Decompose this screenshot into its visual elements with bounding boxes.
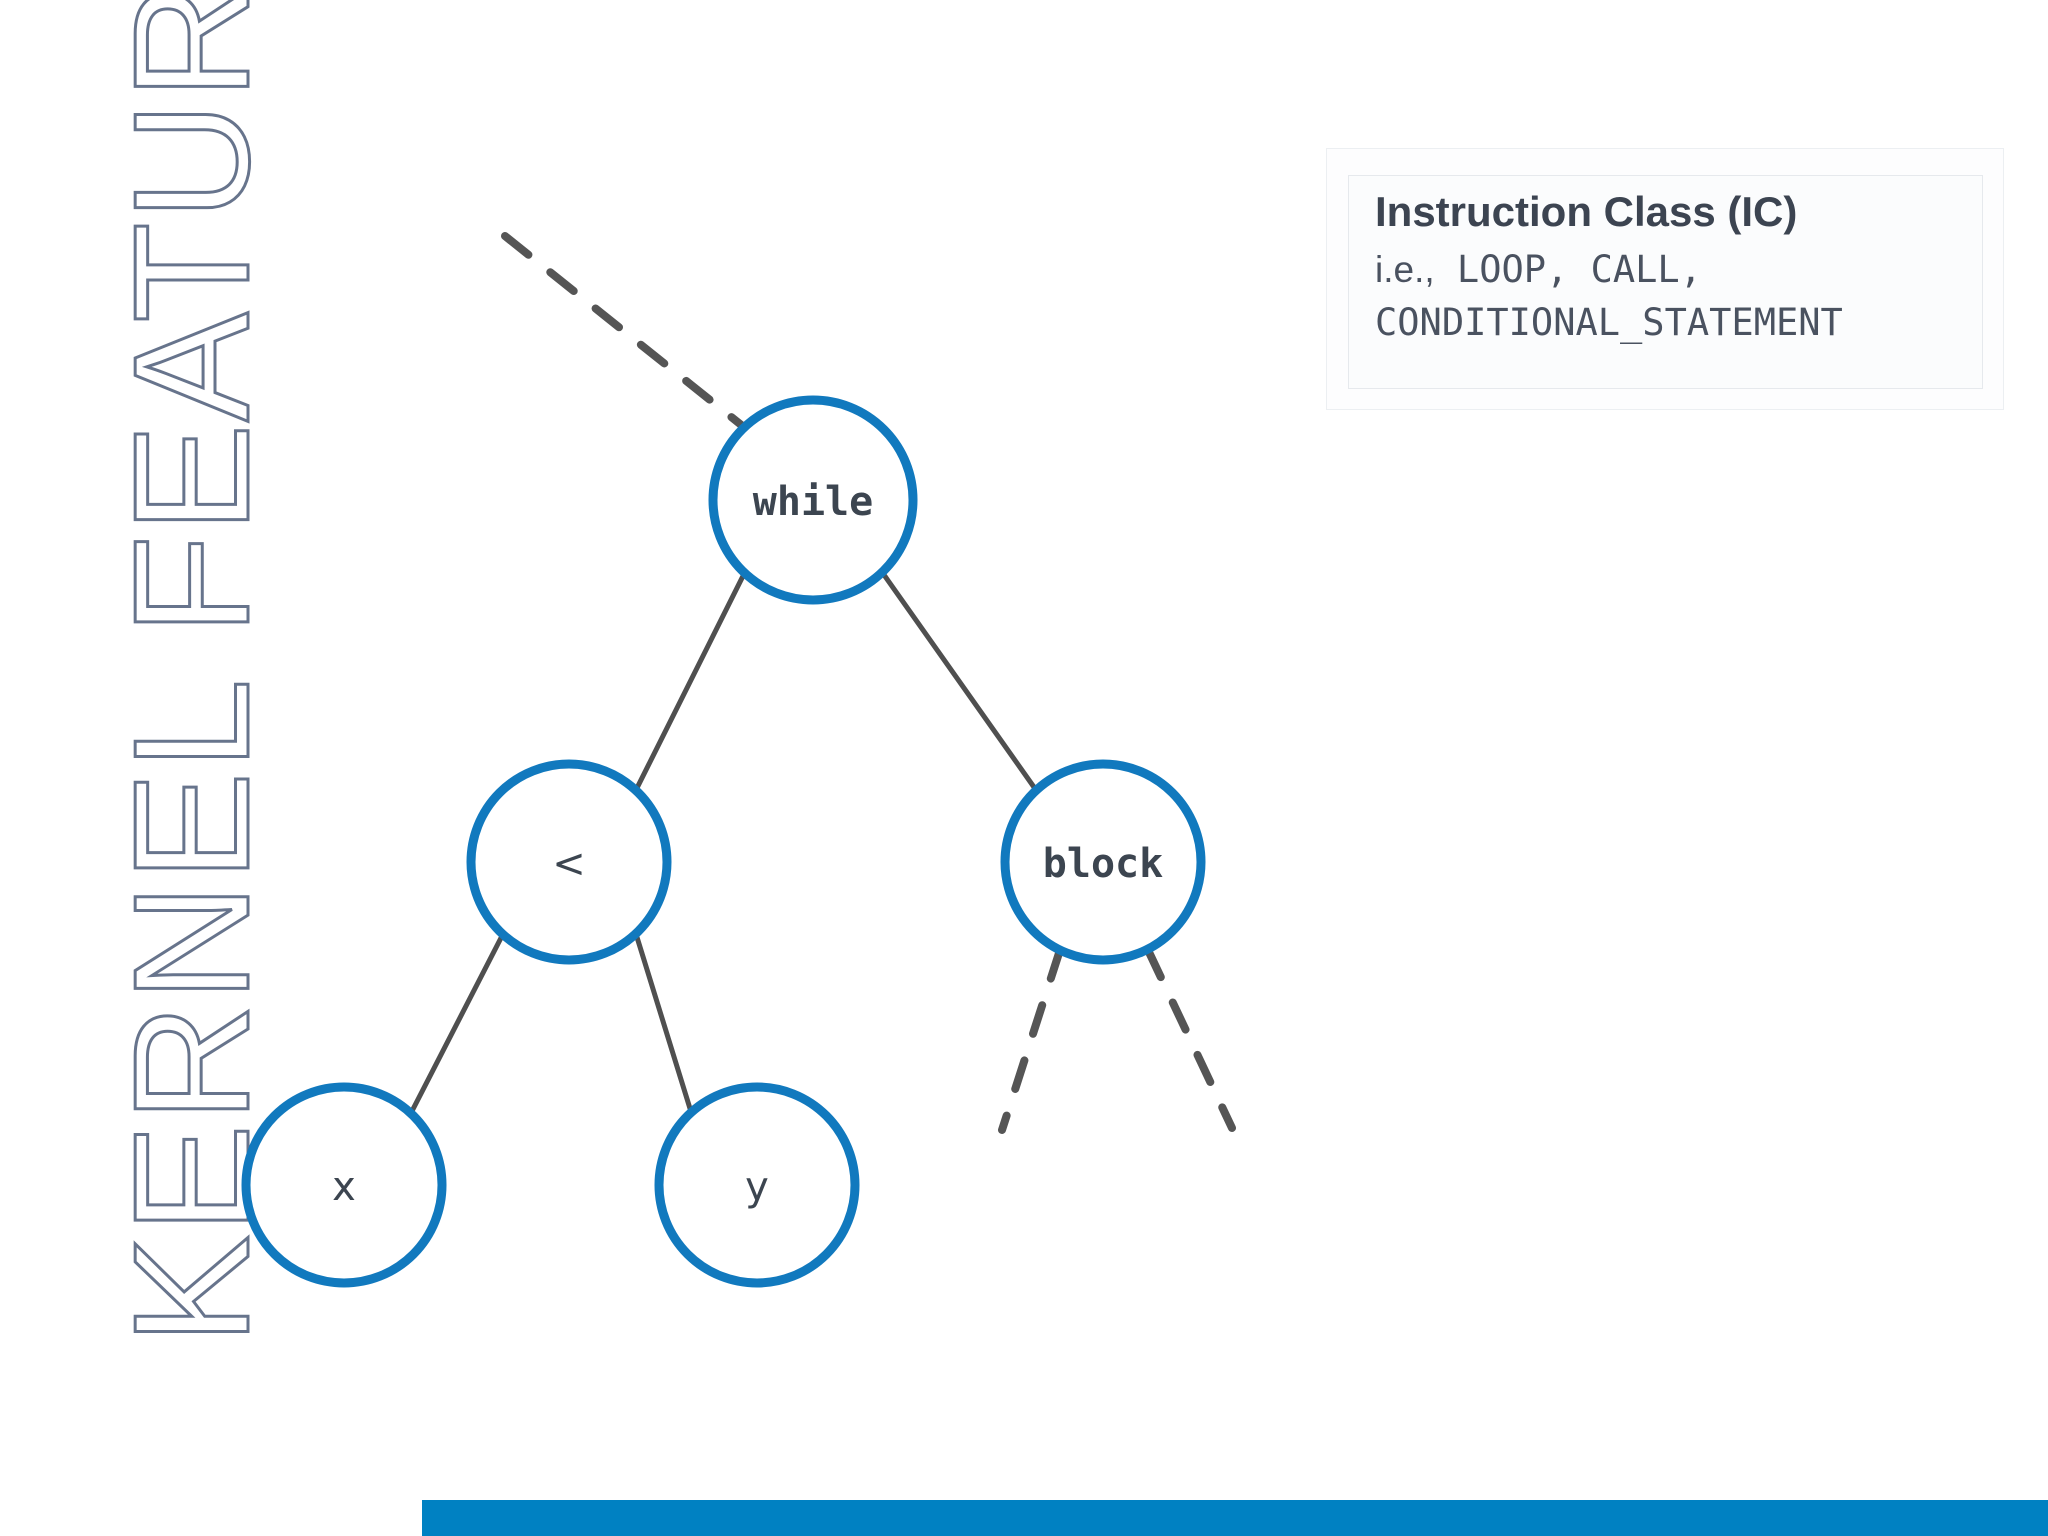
callout-card-inner: Instruction Class (IC) i.e., LOOP, CALL,… <box>1348 175 1983 389</box>
tree-node-x[interactable]: x <box>241 1082 447 1288</box>
instruction-class-callout-card: Instruction Class (IC) i.e., LOOP, CALL,… <box>1326 148 2004 410</box>
dashed-edge-block-child-right <box>1144 946 1236 1132</box>
edge-lt-to-x <box>407 931 506 1118</box>
node-circle-block[interactable] <box>1000 759 1206 965</box>
callout-body-line-2: CONDITIONAL_STATEMENT <box>1375 300 1843 344</box>
node-label-lt: < <box>552 841 586 887</box>
dashed-edge-parent-stub <box>501 232 749 432</box>
edge-lt-to-y <box>633 931 695 1118</box>
node-circle-x[interactable] <box>241 1082 447 1288</box>
edge-while-to-lt <box>633 569 748 793</box>
node-circle-while[interactable] <box>708 395 918 605</box>
tree-node-while[interactable]: while <box>708 395 918 605</box>
node-label-x: x <box>332 1164 356 1210</box>
tree-node-y[interactable]: y <box>654 1082 860 1288</box>
callout-body-examples-line-1: LOOP, CALL, <box>1434 248 1702 292</box>
dashed-edge-block-child-left <box>998 946 1064 1134</box>
node-label-while: while <box>753 479 873 525</box>
callout-body-prefix: i.e., <box>1375 249 1435 291</box>
callout-title: Instruction Class (IC) <box>1375 188 1798 235</box>
callout-body-line-1: i.e., LOOP, CALL, <box>1375 244 1956 297</box>
edge-while-to-block <box>879 569 1039 793</box>
node-label-y: y <box>745 1164 769 1210</box>
bottom-accent-bar <box>422 1500 2048 1536</box>
node-label-block: block <box>1043 841 1163 887</box>
tree-node-lt[interactable]: < <box>466 759 672 965</box>
tree-node-block[interactable]: block <box>1000 759 1206 965</box>
node-circle-y[interactable] <box>654 1082 860 1288</box>
node-circle-lt[interactable] <box>466 759 672 965</box>
